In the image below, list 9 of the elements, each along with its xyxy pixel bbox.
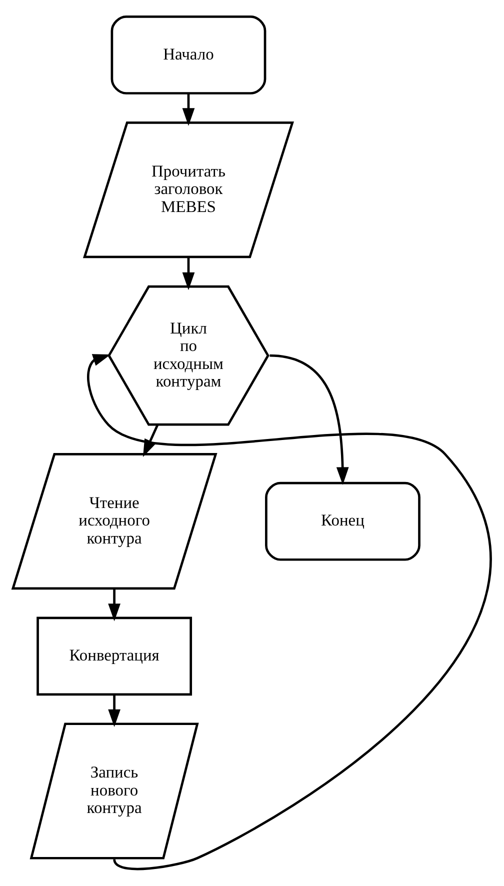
- node-box: Конец: [265, 482, 420, 561]
- arrow: [182, 256, 195, 290]
- arrow: [108, 694, 120, 728]
- arrow: [108, 588, 120, 622]
- node-box: Начало: [110, 16, 266, 94]
- arrow: [87, 354, 491, 870]
- arrow: [182, 93, 195, 126]
- arrow: [270, 354, 349, 485]
- node-box: Конвертация: [36, 616, 192, 696]
